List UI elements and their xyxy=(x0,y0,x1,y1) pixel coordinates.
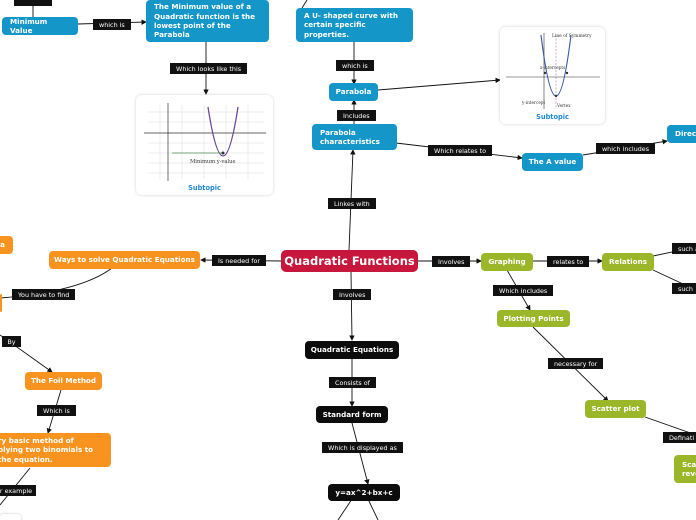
scatter-plot-label: Scatter plot xyxy=(591,404,640,414)
min-value-label: Minimum Value xyxy=(10,16,48,35)
link-label-which-relates: Which relates to xyxy=(428,145,493,156)
graph2-symmetry-label: Line of Symmetry xyxy=(552,34,592,39)
link-label-consists-of: Consists of xyxy=(329,377,376,388)
parabola-properties-graph: Line of Symmetry x-intercepts y-intercep… xyxy=(506,33,600,109)
offscreen-card xyxy=(0,514,21,520)
standard-form-node[interactable]: Standard form xyxy=(316,406,388,423)
left-edge-orange-stub xyxy=(0,294,2,312)
scatter-plot-node[interactable]: Scatter plot xyxy=(585,400,646,418)
min-value-definition-label: The Minimum value of a Quadratic functio… xyxy=(154,2,256,40)
ways-to-solve-node[interactable]: Ways to solve Quadratic Equations xyxy=(49,251,200,269)
u-curve-node[interactable]: A U- shaped curve with certain specific … xyxy=(296,8,413,42)
graph1-min-label: Minimum y-value xyxy=(190,159,236,165)
link-label-which-is-1: which is xyxy=(93,19,131,30)
direction-node[interactable]: Direc xyxy=(667,125,696,143)
parabola-characteristics-label: Parabola characteristics xyxy=(320,127,380,146)
parabola-node[interactable]: Parabola xyxy=(329,83,378,101)
link-label-relates-to: relates to xyxy=(547,256,590,267)
minimum-value-graph: Minimum y-value xyxy=(144,103,266,181)
link-label-includes: Includes xyxy=(337,110,376,121)
min-value-node[interactable]: Minimum Value xyxy=(2,17,78,35)
scatter-reveal-label: Sca reve xyxy=(682,459,696,478)
ways-to-solve-label: Ways to solve Quadratic Equations xyxy=(54,255,195,265)
link-label-is-needed: Is needed for xyxy=(212,255,267,266)
link-label-which-looks: Which looks like this xyxy=(170,63,248,74)
subtopic-image-card-2[interactable]: Line of Symmetry x-intercepts y-intercep… xyxy=(500,27,605,124)
link-label-which-includes-2: Which includes xyxy=(493,285,554,296)
plotting-points-node[interactable]: Plotting Points xyxy=(497,310,570,327)
formula-node[interactable]: y=ax^2+bx+c xyxy=(328,484,400,501)
link-label-displayed-as: Which is displayed as xyxy=(322,442,403,453)
plotting-points-label: Plotting Points xyxy=(503,313,564,323)
direction-label: Direc xyxy=(675,129,696,139)
a-value-node[interactable]: The A value xyxy=(522,153,583,171)
parabola-label: Parabola xyxy=(335,87,372,97)
scatter-reveal-node[interactable]: Sca reve xyxy=(674,455,696,483)
link-label-which-is-2: which is xyxy=(336,60,374,71)
foil-method-label: The Foil Method xyxy=(30,376,97,386)
relations-label: Relations xyxy=(609,257,647,267)
graph2-vertex-label: Vertex xyxy=(556,103,571,108)
left-edge-label: a xyxy=(0,240,5,250)
link-label-linkes-with: Linkes with xyxy=(328,198,376,209)
subtopic-caption-1: Subtopic xyxy=(188,184,221,192)
u-curve-label: A U- shaped curve with certain specific … xyxy=(304,10,398,39)
graphing-label: Graphing xyxy=(488,257,526,267)
relations-node[interactable]: Relations xyxy=(602,253,654,271)
left-edge-node[interactable]: a xyxy=(0,236,13,254)
top-left-cut-label xyxy=(14,0,52,6)
foil-definition-label: ry basic method of plying two binomials … xyxy=(0,435,94,464)
graph2-y-intercept-label: y-intercept xyxy=(521,100,545,105)
graphing-node[interactable]: Graphing xyxy=(481,253,533,271)
link-label-involves-1: Involves xyxy=(432,256,471,267)
central-topic-title: Quadratic Functions xyxy=(284,253,415,268)
link-label-such-1: such a xyxy=(672,243,696,254)
link-label-such-2: such xyxy=(672,283,696,294)
link-label-which-is-3: Which is xyxy=(37,405,76,416)
min-value-definition-node[interactable]: The Minimum value of a Quadratic functio… xyxy=(146,0,269,42)
graph2-x-intercepts-label: x-intercepts xyxy=(540,65,565,70)
subtopic-caption-2: Subtopic xyxy=(536,113,569,121)
quadratic-equations-node[interactable]: Quadratic Equations xyxy=(305,341,399,359)
central-topic[interactable]: Quadratic Functions xyxy=(281,250,418,272)
parabola-characteristics-node[interactable]: Parabola characteristics xyxy=(312,124,397,150)
a-value-label: The A value xyxy=(528,157,577,167)
link-label-by: By xyxy=(2,336,21,347)
foil-definition-node[interactable]: ry basic method of plying two binomials … xyxy=(0,433,111,467)
link-label-defination: Definati xyxy=(663,432,696,443)
quadratic-equations-label: Quadratic Equations xyxy=(310,345,394,355)
link-label-you-have-to-find: You have to find xyxy=(12,289,76,300)
formula-label: y=ax^2+bx+c xyxy=(335,487,393,497)
foil-method-node[interactable]: The Foil Method xyxy=(25,372,102,390)
subtopic-image-card-1[interactable]: Minimum y-value Subtopic xyxy=(136,95,273,195)
link-label-involves-2: Involves xyxy=(333,289,372,300)
link-label-necessary-for: necessary for xyxy=(548,358,604,369)
standard-form-label: Standard form xyxy=(322,409,382,419)
link-label-for-example: r example xyxy=(0,485,36,496)
link-label-which-includes-1: which includes xyxy=(596,143,655,154)
